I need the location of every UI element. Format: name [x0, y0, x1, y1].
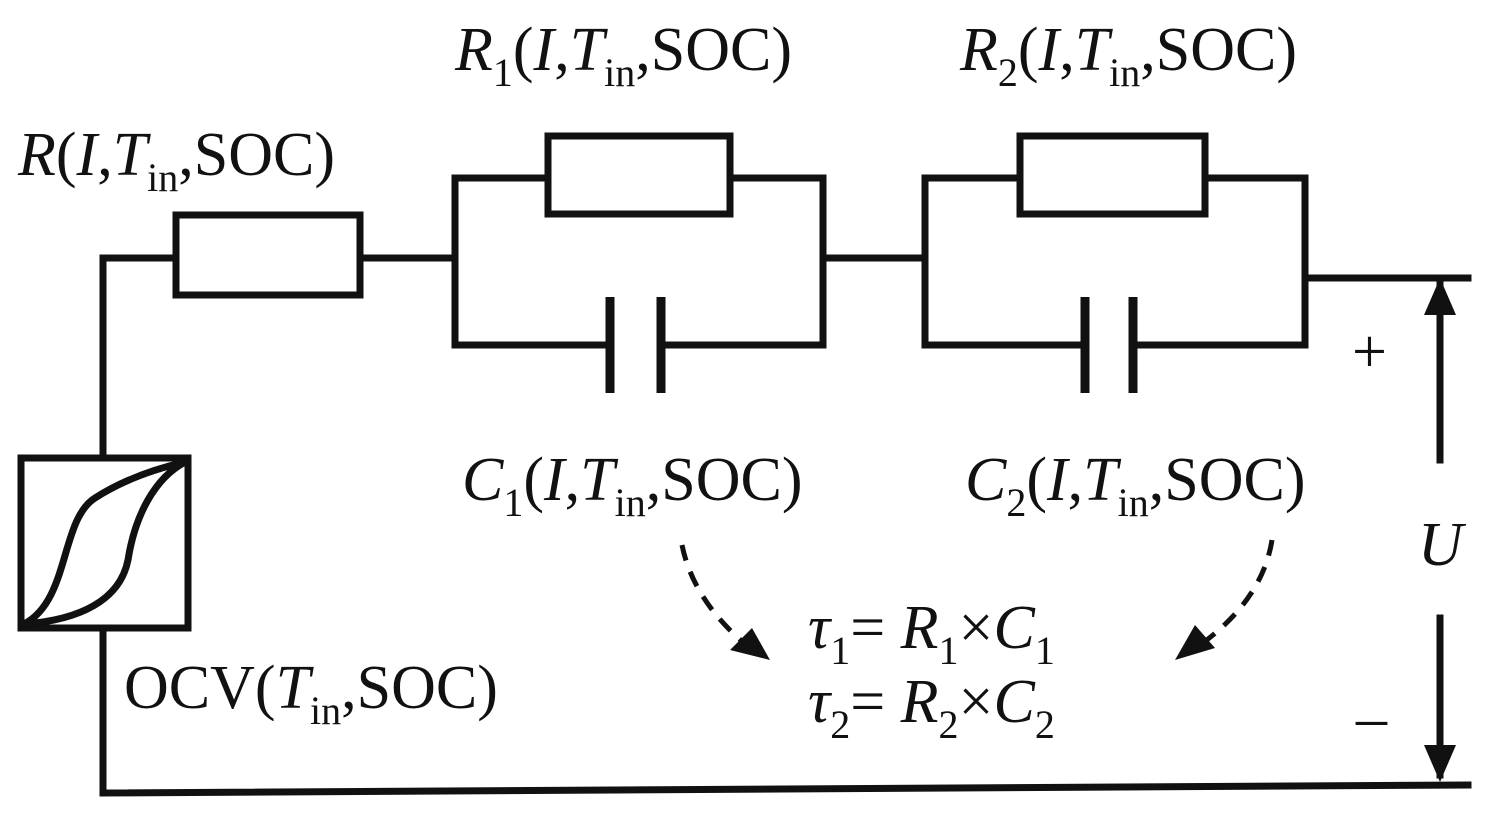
- resistor-r: [172, 211, 364, 299]
- resistor-r2: [1016, 132, 1209, 218]
- ocv-curve-upper: [19, 457, 190, 629]
- terminal-voltage-arrow: [1424, 278, 1456, 782]
- wire-bottom-return: [99, 781, 1472, 797]
- label-capacitor-c1: C1(I,Tin,SOC): [462, 446, 803, 525]
- label-resistor-r2: R2(I,Tin,SOC): [959, 16, 1297, 95]
- dashed-arrow-c1-to-tau: [679, 544, 752, 650]
- terminal-voltage-label: U: [1418, 511, 1467, 579]
- wire-rc1-frame: [451, 174, 827, 349]
- resistor-r1: [544, 132, 734, 218]
- capacitor-c1: [605, 297, 666, 393]
- capacitor-c2: [1080, 297, 1138, 393]
- label-capacitor-c2: C2(I,Tin,SOC): [965, 446, 1306, 525]
- wire-rc2-frame: [921, 174, 1309, 349]
- terminal-minus-sign: –: [1355, 684, 1388, 752]
- equation-tau2: τ2= R2×C2: [808, 668, 1055, 747]
- label-ocv-source: OCV(Tin,SOC): [124, 654, 498, 733]
- circuit-wires: [99, 174, 1472, 797]
- ocv-source-symbol: [17, 454, 192, 632]
- equation-tau1: τ1= R1×C1: [808, 594, 1055, 673]
- label-resistor-r1: R1(I,Tin,SOC): [454, 16, 792, 95]
- dashed-arrow-c2-to-tau: [1198, 539, 1275, 648]
- ocv-curve-lower: [20, 457, 190, 628]
- dashed-arrow-c1-head: [730, 628, 770, 660]
- dashed-arrow-c2-head: [1175, 625, 1215, 660]
- terminal-plus-sign: +: [1352, 318, 1387, 386]
- label-resistor-r: R(I,Tin,SOC): [17, 121, 335, 200]
